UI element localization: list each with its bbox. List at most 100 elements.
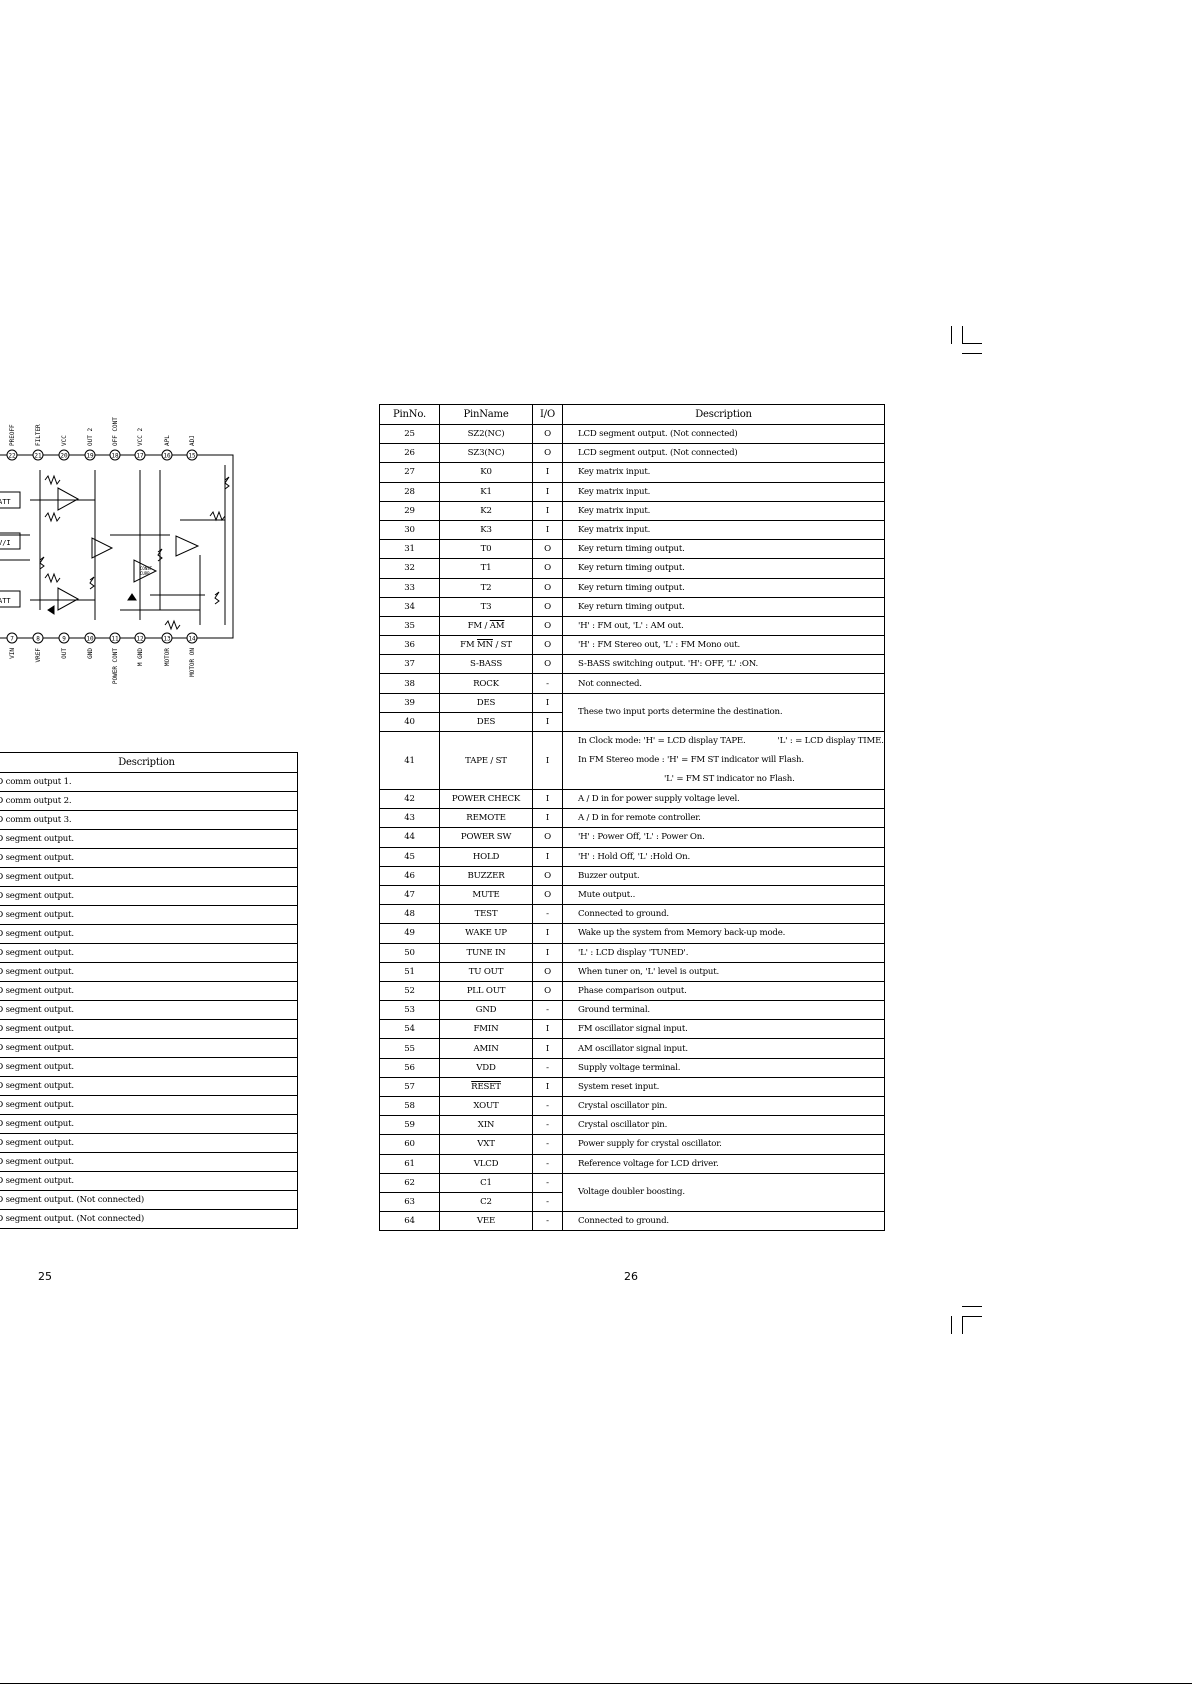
bottom-pin-label: GND [87,648,94,659]
pin-number: 59 [379,1115,440,1136]
pin-description: 'L' : LCD display 'TUNED'. [562,942,885,963]
pin-number: 35 [379,615,440,637]
pin-number: 34 [379,596,440,617]
left-table-row: CD comm output 3. [0,810,298,830]
pin-io: O [532,615,563,637]
left-table-row: CD segment output. [0,905,298,925]
bottom-pin-5 [134,632,146,644]
bottom-pin-number: 7 [10,636,14,643]
left-description-table: Description CD comm output 1.CD comm out… [0,752,298,1229]
left-table-row: CD segment output. [0,1076,298,1096]
pin-number: 56 [379,1057,440,1078]
left-cell-description: CD segment output. [0,943,298,963]
top-pin-label: VCC [61,435,68,446]
pin-description: A / D in for power supply voltage level. [562,788,885,810]
pin-description: Crystal oscillator pin. [562,1115,885,1136]
pin-number: 58 [379,1095,440,1117]
pin-name: K0 [439,462,533,483]
pin-io: O [532,423,563,445]
pin-io: O [532,577,563,598]
pin-description: Key matrix input. [562,500,885,521]
pin-name: C2 [439,1191,533,1213]
left-cell-description: CD segment output. [0,1133,298,1153]
top-pin-label: OFF CONT [112,417,119,446]
left-table-row: CD segment output. [0,1114,298,1134]
pin-description: Key matrix input. [562,462,885,483]
top-pin-label: PREOFF [9,424,16,446]
att-label-2: ATT [0,597,11,605]
pin-name: FM MN / ST [439,635,533,656]
pin-number: 53 [379,1000,440,1021]
pin-name: T2 [439,577,533,598]
pin-description: Supply voltage terminal. [562,1057,885,1078]
pin-number: 32 [379,558,440,579]
pin-description: Power supply for crystal oscillator. [562,1134,885,1155]
description-line: In Clock mode: 'H' = LCD display TAPE. [578,736,746,746]
pin-description: These two input ports determine the dest… [562,692,885,733]
top-pin-number: 16 [163,453,171,460]
bottom-pin-number: 12 [136,636,144,643]
pin-name: T0 [439,539,533,560]
pin-description: LCD segment output. (Not connected) [562,443,885,464]
page-number-left: 25 [38,1270,52,1283]
top-pin-5 [134,449,146,461]
pin-description: Not connected. [562,673,885,694]
pin-number: 27 [379,462,440,483]
header-description: Description [562,404,885,425]
pin-number: 43 [379,808,440,829]
pin-number: 25 [379,423,440,445]
pin-name: VLCD [439,1153,533,1174]
left-table-row: CD comm output 2. [0,791,298,811]
pin-description: Ground terminal. [562,1000,885,1021]
pin-description: Wake up the system from Memory back-up m… [562,923,885,944]
pin-name: T3 [439,596,533,617]
pin-io: I [532,481,563,502]
crop-mark-top-v2 [962,326,963,344]
pin-name: REMOTE [439,808,533,829]
pin-name: T1 [439,558,533,579]
left-table-row: CD segment output. [0,867,298,887]
top-pin-number: 21 [34,453,42,460]
left-table-row: CD segment output. (Not connected) [0,1209,298,1229]
vi-label: V/I [0,539,11,547]
pin-io: - [532,673,563,694]
pin-description: S-BASS switching output. 'H': OFF, 'L' :… [562,654,885,675]
left-cell-description: CD segment output. [0,1019,298,1039]
pin-name-active-low: AM [489,620,505,631]
pin-number: 40 [379,711,440,733]
top-pin-6 [161,449,173,461]
pin-name: C1 [439,1172,533,1193]
top-pin-number: 20 [60,453,68,460]
opamp-1 [57,487,80,511]
pin-name: VXT [439,1134,533,1155]
left-cell-description: CD comm output 1. [0,772,298,792]
left-table-row: CD comm output 1. [0,772,298,792]
pin-number: 64 [379,1211,440,1232]
pin-name: K2 [439,500,533,521]
pin-io: O [532,654,563,675]
pin-description: Connected to ground. [562,904,885,925]
pin-description: Voltage doubler boosting. [562,1172,885,1213]
pin-description: Key return timing output. [562,558,885,579]
pin-number: 26 [379,443,440,464]
pin-number: 31 [379,539,440,560]
bottom-pin-3 [84,632,96,644]
pin-number: 57 [379,1076,440,1098]
pin-name-active-low: MN [477,640,493,651]
top-pin-label: APL [164,435,171,446]
bottom-pin-label: POWER CONT [112,648,119,685]
description-line: 'L' : = LCD display TIME. [777,736,884,746]
bottom-pin-label: OUT [61,648,68,659]
